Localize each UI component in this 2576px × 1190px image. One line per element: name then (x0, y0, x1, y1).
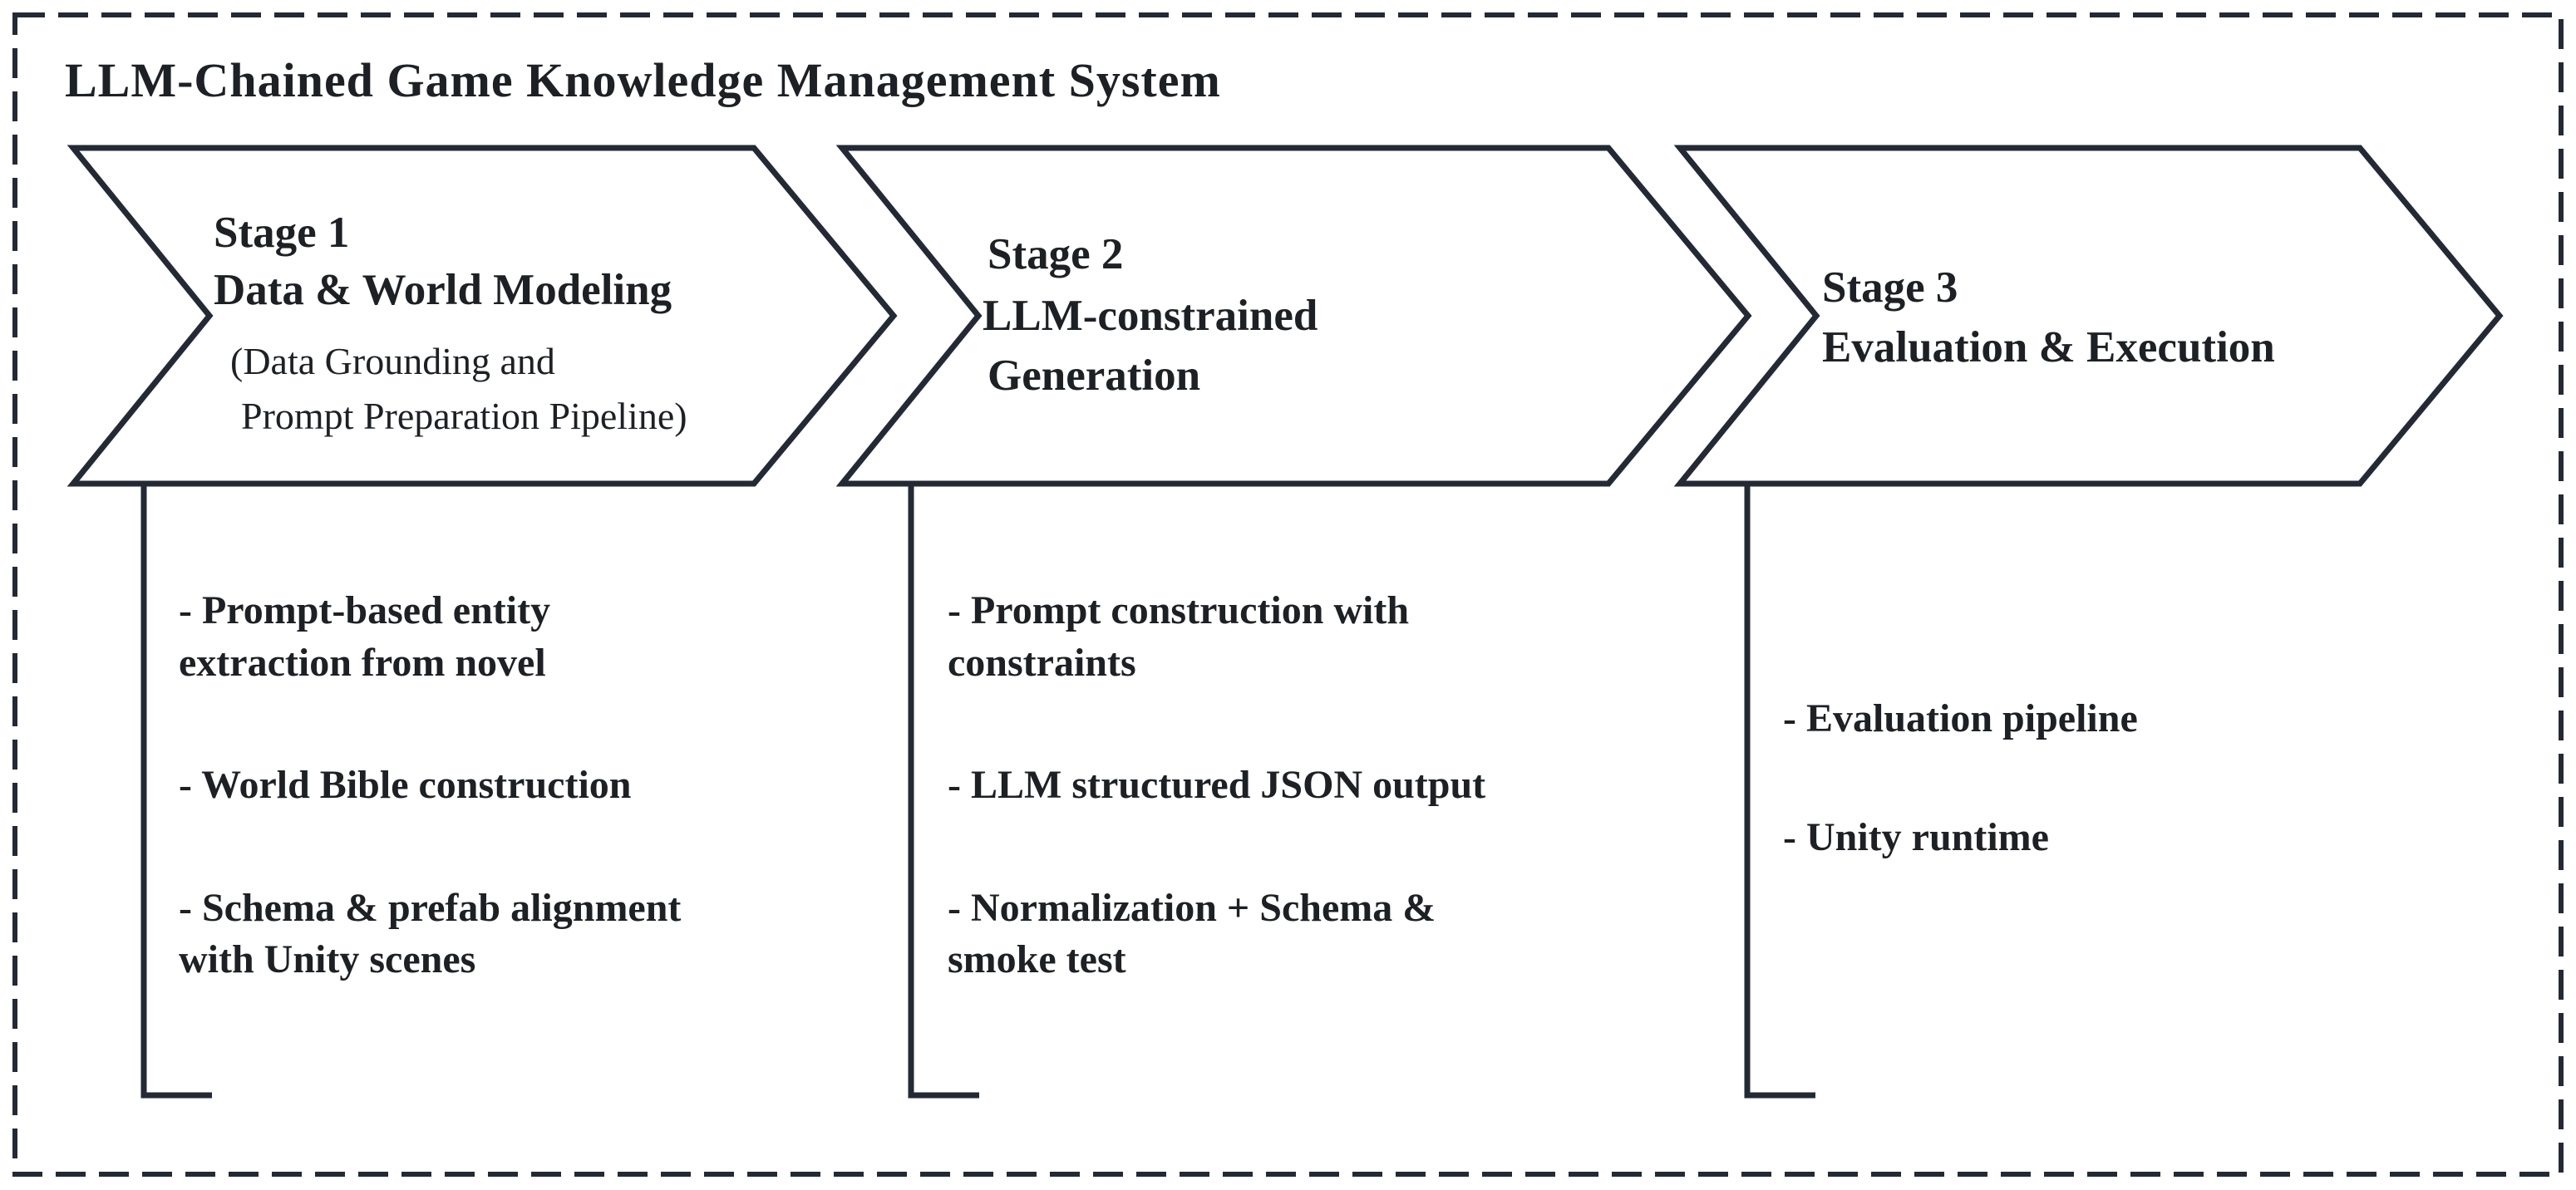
stage-2-chevron-shape (835, 145, 1752, 487)
stage-2-heading: LLM-constrained (983, 292, 1318, 340)
stage-1-connector-line (140, 484, 212, 1099)
stage-3-bullet-line: - Evaluation pipeline (1783, 696, 2138, 740)
stage-3-label: Stage 3 (1822, 263, 1958, 312)
stage-1-bullet-line: - Schema & prefab alignment (179, 886, 682, 930)
stage-2-bullet-line: constraints (948, 641, 1136, 685)
stage-3-bullet-line: - Unity runtime (1783, 815, 2049, 859)
stage-2-bullet-line: - Prompt construction with (948, 588, 1410, 632)
stage-1-bullet-line: with Unity scenes (179, 937, 476, 981)
stage-1-subheading-line: (Data Grounding and (230, 340, 555, 382)
stage-2-bullet-line: - Normalization + Schema & (948, 886, 1436, 930)
stage-1-subheading-line: Prompt Preparation Pipeline) (241, 395, 687, 437)
diagram-title: LLM-Chained Game Knowledge Management Sy… (65, 53, 1221, 107)
stage-1-heading: Data & World Modeling (214, 266, 672, 314)
stage-2-connector-line (908, 484, 979, 1099)
stage-2-bullet-line: - LLM structured JSON output (948, 763, 1486, 807)
stage-1-bullet-line: - World Bible construction (179, 763, 632, 807)
outer-dashed-border (12, 12, 2564, 1177)
stage-1-bullet-line: - Prompt-based entity (179, 588, 551, 632)
stage-2-bullet-line: smoke test (948, 937, 1126, 981)
stage-1-label: Stage 1 (214, 209, 350, 257)
stage-3-chevron-shape (1673, 145, 2504, 487)
stage-1-chevron-shape (66, 145, 898, 487)
stage-1-bullet-line: extraction from novel (179, 641, 546, 685)
stage-3-connector-line (1744, 484, 1815, 1099)
stage-2-label: Stage 2 (988, 230, 1124, 278)
stage-3-heading: Evaluation & Execution (1822, 323, 2275, 371)
stage-2-heading: Generation (988, 352, 1201, 400)
